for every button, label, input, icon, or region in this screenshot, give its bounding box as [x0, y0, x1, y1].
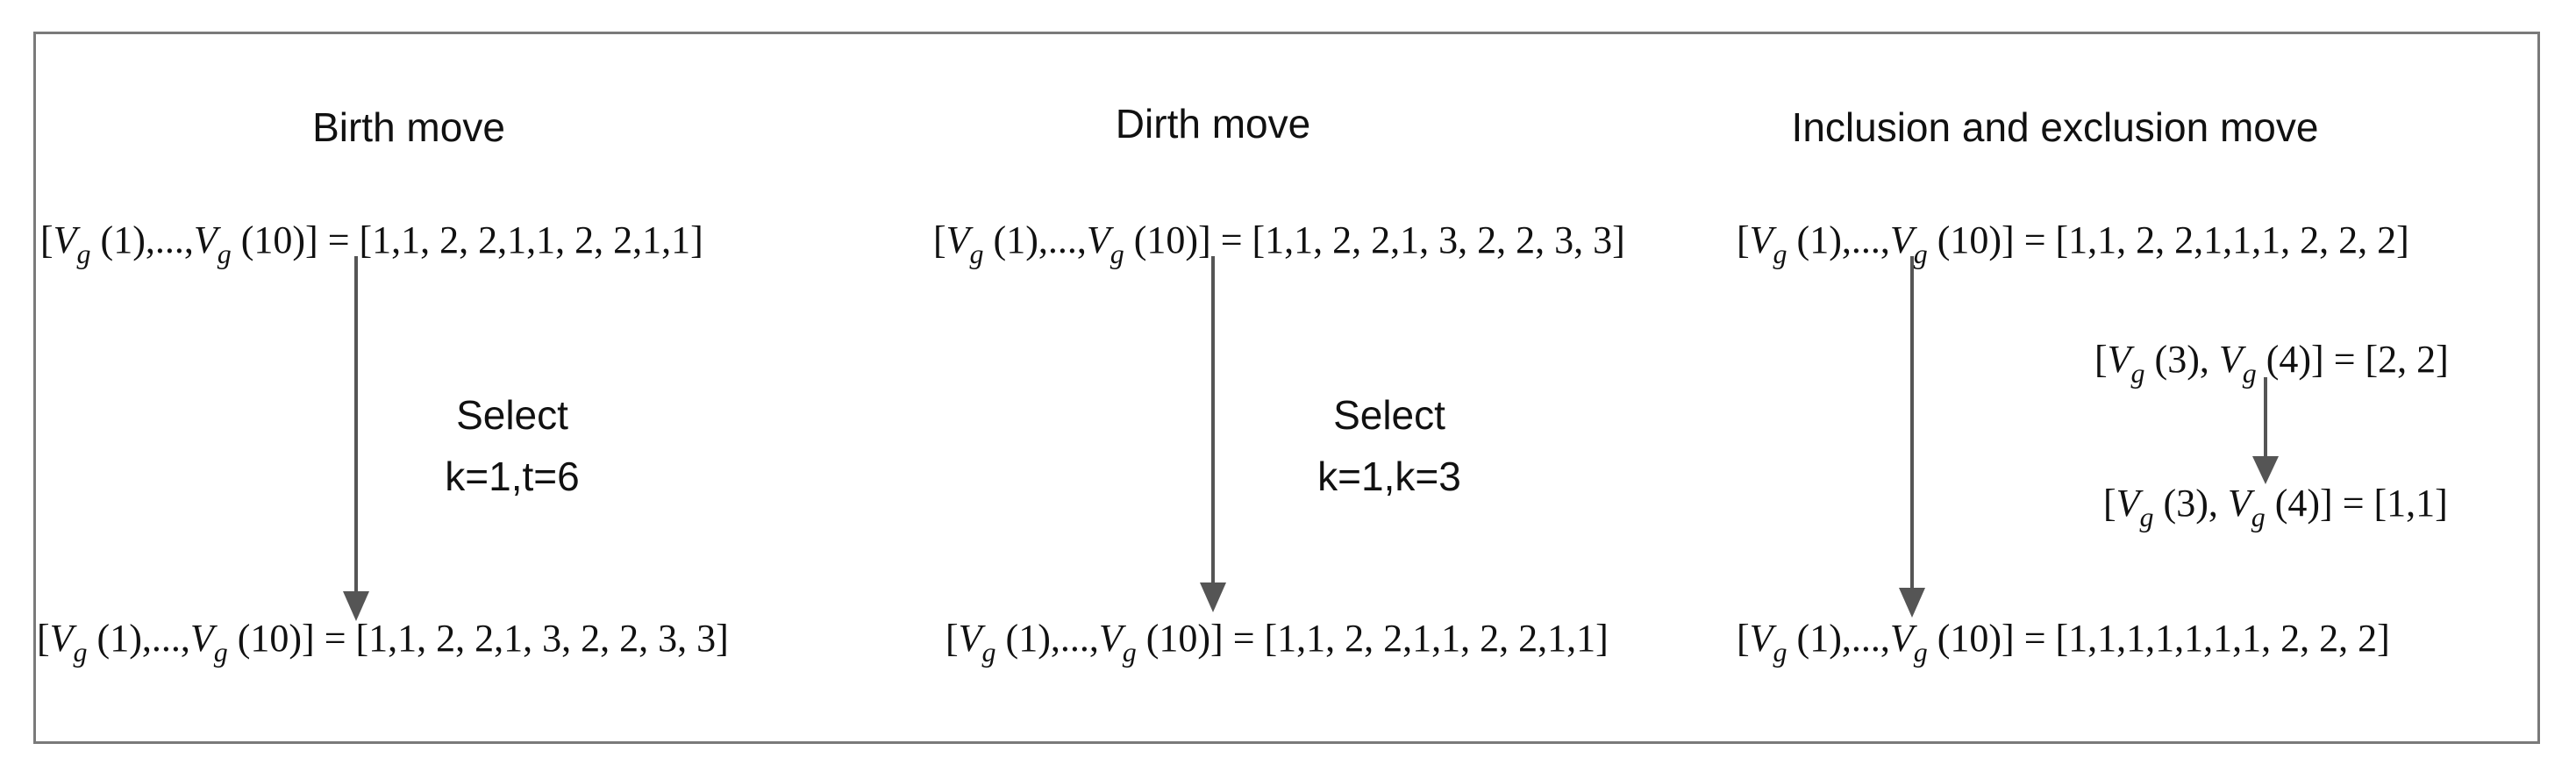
diagram-frame	[33, 32, 2540, 744]
inclusion-before-equation: [Vg (1),...,Vg (10)] = [1,1, 2, 2,1,1,1,…	[1737, 218, 2409, 269]
dirth-arrow	[1200, 256, 1226, 612]
inclusion-main-arrow	[1899, 256, 1925, 618]
inclusion-pair-before-equation: [Vg (3), Vg (4)] = [2, 2]	[2094, 338, 2449, 389]
inclusion-after-equation: [Vg (1),...,Vg (10)] = [1,1,1,1,1,1,1, 2…	[1737, 617, 2390, 668]
dirth-select-label: Select k=1,k=3	[1317, 392, 1461, 499]
inclusion-exclusion-title: Inclusion and exclusion move	[1791, 104, 2319, 150]
birth-select-label: Select k=1,t=6	[445, 392, 580, 499]
birth-arrow	[343, 256, 369, 621]
birth-before-equation: [Vg (1),...,Vg (10)] = [1,1, 2, 2,1,1, 2…	[40, 218, 703, 269]
birth-move-title: Birth move	[312, 104, 505, 150]
inclusion-pair-after-equation: [Vg (3), Vg (4)] = [1,1]	[2103, 482, 2448, 532]
dirth-move-title: Dirth move	[1115, 101, 1311, 147]
inclusion-pair-arrow	[2252, 377, 2279, 484]
birth-after-equation: [Vg (1),...,Vg (10)] = [1,1, 2, 2,1, 3, …	[37, 617, 729, 668]
dirth-after-equation: [Vg (1),...,Vg (10)] = [1,1, 2, 2,1,1, 2…	[945, 617, 1609, 668]
dirth-before-equation: [Vg (1),...,Vg (10)] = [1,1, 2, 2,1, 3, …	[933, 218, 1625, 269]
